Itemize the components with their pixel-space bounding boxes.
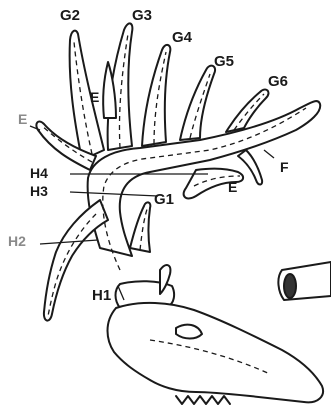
label-f: F bbox=[280, 159, 289, 175]
label-h1: H1 bbox=[92, 287, 111, 304]
label-g6: G6 bbox=[268, 73, 288, 90]
label-e-right: E bbox=[228, 179, 237, 195]
label-g4: G4 bbox=[172, 29, 193, 46]
label-g2: G2 bbox=[60, 7, 80, 24]
label-e-inner: E bbox=[90, 89, 99, 105]
label-e-left: E bbox=[18, 111, 27, 127]
label-g3: G3 bbox=[132, 7, 152, 24]
label-g5: G5 bbox=[214, 53, 234, 70]
label-h4: H4 bbox=[30, 165, 48, 181]
jaw-teeth bbox=[176, 396, 230, 404]
tine-g4 bbox=[142, 45, 170, 146]
tine-g5 bbox=[180, 66, 215, 140]
inset-circle bbox=[284, 274, 296, 298]
skull-outline bbox=[108, 303, 324, 402]
f-pointer bbox=[264, 150, 274, 158]
label-h2: H2 bbox=[8, 233, 26, 249]
label-h3: H3 bbox=[30, 183, 48, 199]
label-g1: G1 bbox=[154, 191, 174, 208]
